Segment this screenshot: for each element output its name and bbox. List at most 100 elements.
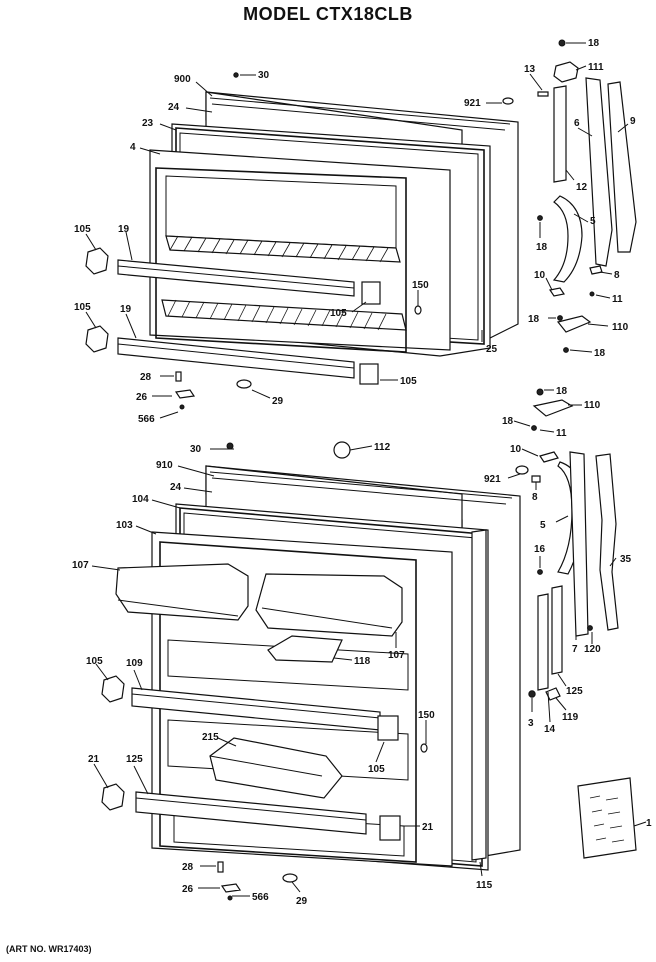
callout-566: 566 xyxy=(138,414,155,425)
screw-icon xyxy=(537,215,543,221)
callout-910: 910 xyxy=(156,460,173,471)
egg-tray-118 xyxy=(267,635,343,663)
callout-24: 24 xyxy=(168,102,180,113)
callout-110: 110 xyxy=(584,400,601,411)
screw-icon xyxy=(563,347,569,353)
freezer-upper-shelf xyxy=(165,235,401,263)
fresh-food-bar-retainer-lower xyxy=(379,815,401,841)
fresh-food-trim-14 xyxy=(537,593,549,691)
callout-labels: 900 30 24 23 4 921 105 19 105 19 150 105… xyxy=(72,38,652,907)
callout-900: 900 xyxy=(174,74,191,85)
fresh-food-handle-trim-35 xyxy=(595,453,619,631)
screw-icon xyxy=(589,291,595,297)
callout-118: 118 xyxy=(354,656,371,667)
dairy-door-left xyxy=(115,563,249,621)
freezer-shelf-bar-lower xyxy=(117,337,355,379)
leader-lines xyxy=(85,42,647,897)
hinge-shim-8 xyxy=(589,265,603,275)
callout-18: 18 xyxy=(556,386,568,397)
fresh-food-cap-112 xyxy=(333,441,351,459)
callout-35: 35 xyxy=(620,554,632,565)
callout-30: 30 xyxy=(190,444,202,455)
callout-11: 11 xyxy=(612,294,623,305)
callout-18: 18 xyxy=(528,314,540,325)
fresh-food-door-trim-115 xyxy=(471,529,487,861)
callout-9: 9 xyxy=(630,116,636,127)
fresh-food-trim-125 xyxy=(551,585,563,675)
hinge-bracket-111 xyxy=(553,61,579,83)
freezer-shelf-bar-upper xyxy=(117,259,355,297)
fresh-food-plug-29 xyxy=(282,873,298,883)
screw-icon xyxy=(536,388,544,396)
callout-29: 29 xyxy=(296,896,308,907)
freezer-cam-plate-26 xyxy=(174,389,196,399)
callout-111: 111 xyxy=(588,62,604,73)
callout-18: 18 xyxy=(594,348,606,359)
freezer-bar-retainer-upper xyxy=(361,281,381,305)
callout-8: 8 xyxy=(614,270,620,281)
callout-921: 921 xyxy=(464,98,481,109)
hinge-pin-13 xyxy=(537,91,549,97)
callout-26: 26 xyxy=(182,884,194,895)
screw-icon xyxy=(558,39,566,47)
callout-110: 110 xyxy=(612,322,629,333)
callout-29: 29 xyxy=(272,396,284,407)
fresh-food-shelf-bar-125 xyxy=(135,791,367,835)
diagram-title: MODEL CTX18CLB xyxy=(243,4,413,24)
callout-10: 10 xyxy=(510,444,522,455)
callout-11: 11 xyxy=(556,428,567,439)
callout-3: 3 xyxy=(528,718,534,729)
fresh-food-hinge-110 xyxy=(532,399,574,417)
callout-28: 28 xyxy=(140,372,152,383)
installation-instructions-1 xyxy=(577,777,637,859)
freezer-door-handle-6 xyxy=(585,77,613,267)
callout-25: 25 xyxy=(486,344,498,355)
callout-109: 109 xyxy=(126,658,143,669)
callout-18: 18 xyxy=(588,38,600,49)
callout-18: 18 xyxy=(536,242,548,253)
art-number: (ART NO. WR17403) xyxy=(6,944,92,954)
callout-105: 105 xyxy=(400,376,417,387)
callout-14: 14 xyxy=(544,724,556,735)
callout-18: 18 xyxy=(502,416,514,427)
freezer-bar-retainer-lower xyxy=(359,363,379,385)
fresh-food-cam-plate-26 xyxy=(220,883,242,893)
callout-26: 26 xyxy=(136,392,148,403)
callout-921: 921 xyxy=(484,474,501,485)
callout-105: 105 xyxy=(86,656,103,667)
freezer-cam-28 xyxy=(175,371,182,382)
screw-icon xyxy=(179,404,185,410)
freezer-trim-12 xyxy=(553,85,567,183)
freezer-handle-trim-9 xyxy=(607,81,637,253)
callout-12: 12 xyxy=(576,182,588,193)
callout-5: 5 xyxy=(540,520,546,531)
callout-24: 24 xyxy=(170,482,182,493)
hinge-shim-10 xyxy=(539,451,559,463)
hinge-shim-8 xyxy=(531,475,541,483)
screw-icon xyxy=(233,72,239,78)
freezer-handle-5 xyxy=(552,195,583,283)
screw-icon xyxy=(531,425,537,431)
callout-7: 7 xyxy=(572,644,578,655)
fresh-food-hinge-assembly xyxy=(528,388,637,859)
callout-1: 1 xyxy=(646,818,652,829)
callout-105: 105 xyxy=(74,302,91,313)
door-stop-plug xyxy=(502,97,514,105)
callout-120: 120 xyxy=(584,644,601,655)
freezer-lower-shelf xyxy=(161,299,407,331)
callout-16: 16 xyxy=(534,544,546,555)
callout-104: 104 xyxy=(132,494,149,505)
screw-icon xyxy=(528,690,536,698)
callout-150: 150 xyxy=(412,280,429,291)
callout-105: 105 xyxy=(368,764,385,775)
screw-icon xyxy=(557,315,563,321)
callout-5: 5 xyxy=(590,216,596,227)
freezer-plug-29 xyxy=(236,379,252,389)
hinge-shim-10 xyxy=(549,287,565,297)
callout-119: 119 xyxy=(562,712,579,723)
callout-28: 28 xyxy=(182,862,194,873)
fresh-food-bar-retainer-upper xyxy=(377,715,399,741)
callout-566: 566 xyxy=(252,892,269,903)
callout-19: 19 xyxy=(120,304,132,315)
